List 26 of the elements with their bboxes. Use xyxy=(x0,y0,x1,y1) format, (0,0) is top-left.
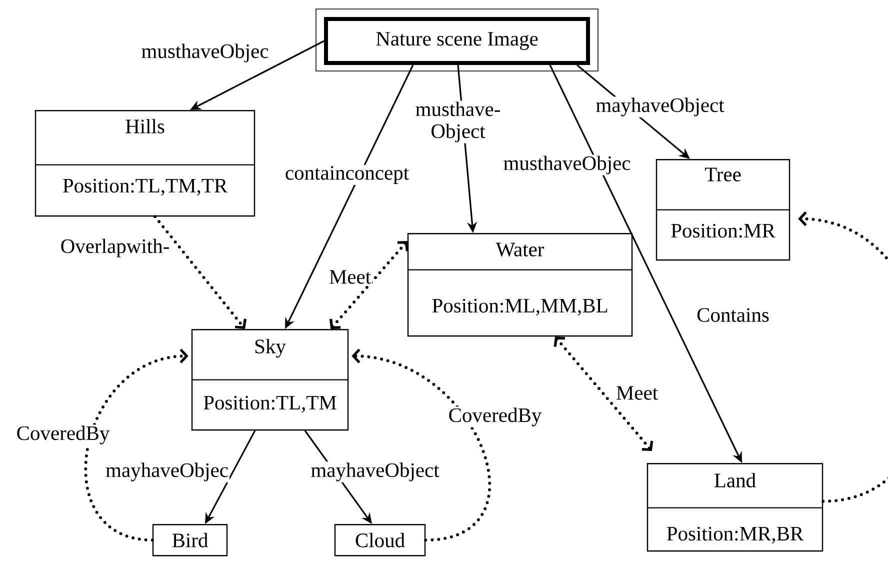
edge-label: musthaveObjec xyxy=(140,42,270,64)
dotted-arrow xyxy=(330,241,408,329)
concept-box: Nature scene Image xyxy=(316,8,598,72)
concept-box: Cloud xyxy=(334,524,426,556)
class-box: Water Position:ML,MM,BL xyxy=(407,233,633,337)
edge-label: Meet xyxy=(328,269,372,285)
edge-label: containconcept xyxy=(284,165,410,185)
edge-label: mayhaveObject xyxy=(594,96,726,118)
dotted-arrow xyxy=(798,211,888,503)
dotted-arrow xyxy=(84,348,188,542)
edge-label: Meet xyxy=(614,385,660,401)
concept-box: Bird xyxy=(152,524,228,556)
class-box: Tree Position:MR xyxy=(656,159,790,261)
class-box: Land Position:MR,BR xyxy=(646,463,824,552)
class-box: Hills Position:TL,TM,TR xyxy=(34,110,256,217)
edge-label: CoveredBy xyxy=(15,424,111,446)
dotted-arrow xyxy=(352,348,491,542)
edge-label: CoveredBy xyxy=(447,406,543,428)
edge-label: mayhaveObject xyxy=(310,462,440,482)
edge-label: musthave- Object xyxy=(407,100,509,144)
edge-label: musthaveObjec xyxy=(502,154,632,176)
edge-label: Overlapwith- xyxy=(59,238,171,258)
dotted-arrow xyxy=(154,215,246,329)
dotted-arrow xyxy=(554,336,654,452)
edge-label: mayhaveObjec xyxy=(104,462,230,482)
text-label: Contains xyxy=(696,307,770,323)
